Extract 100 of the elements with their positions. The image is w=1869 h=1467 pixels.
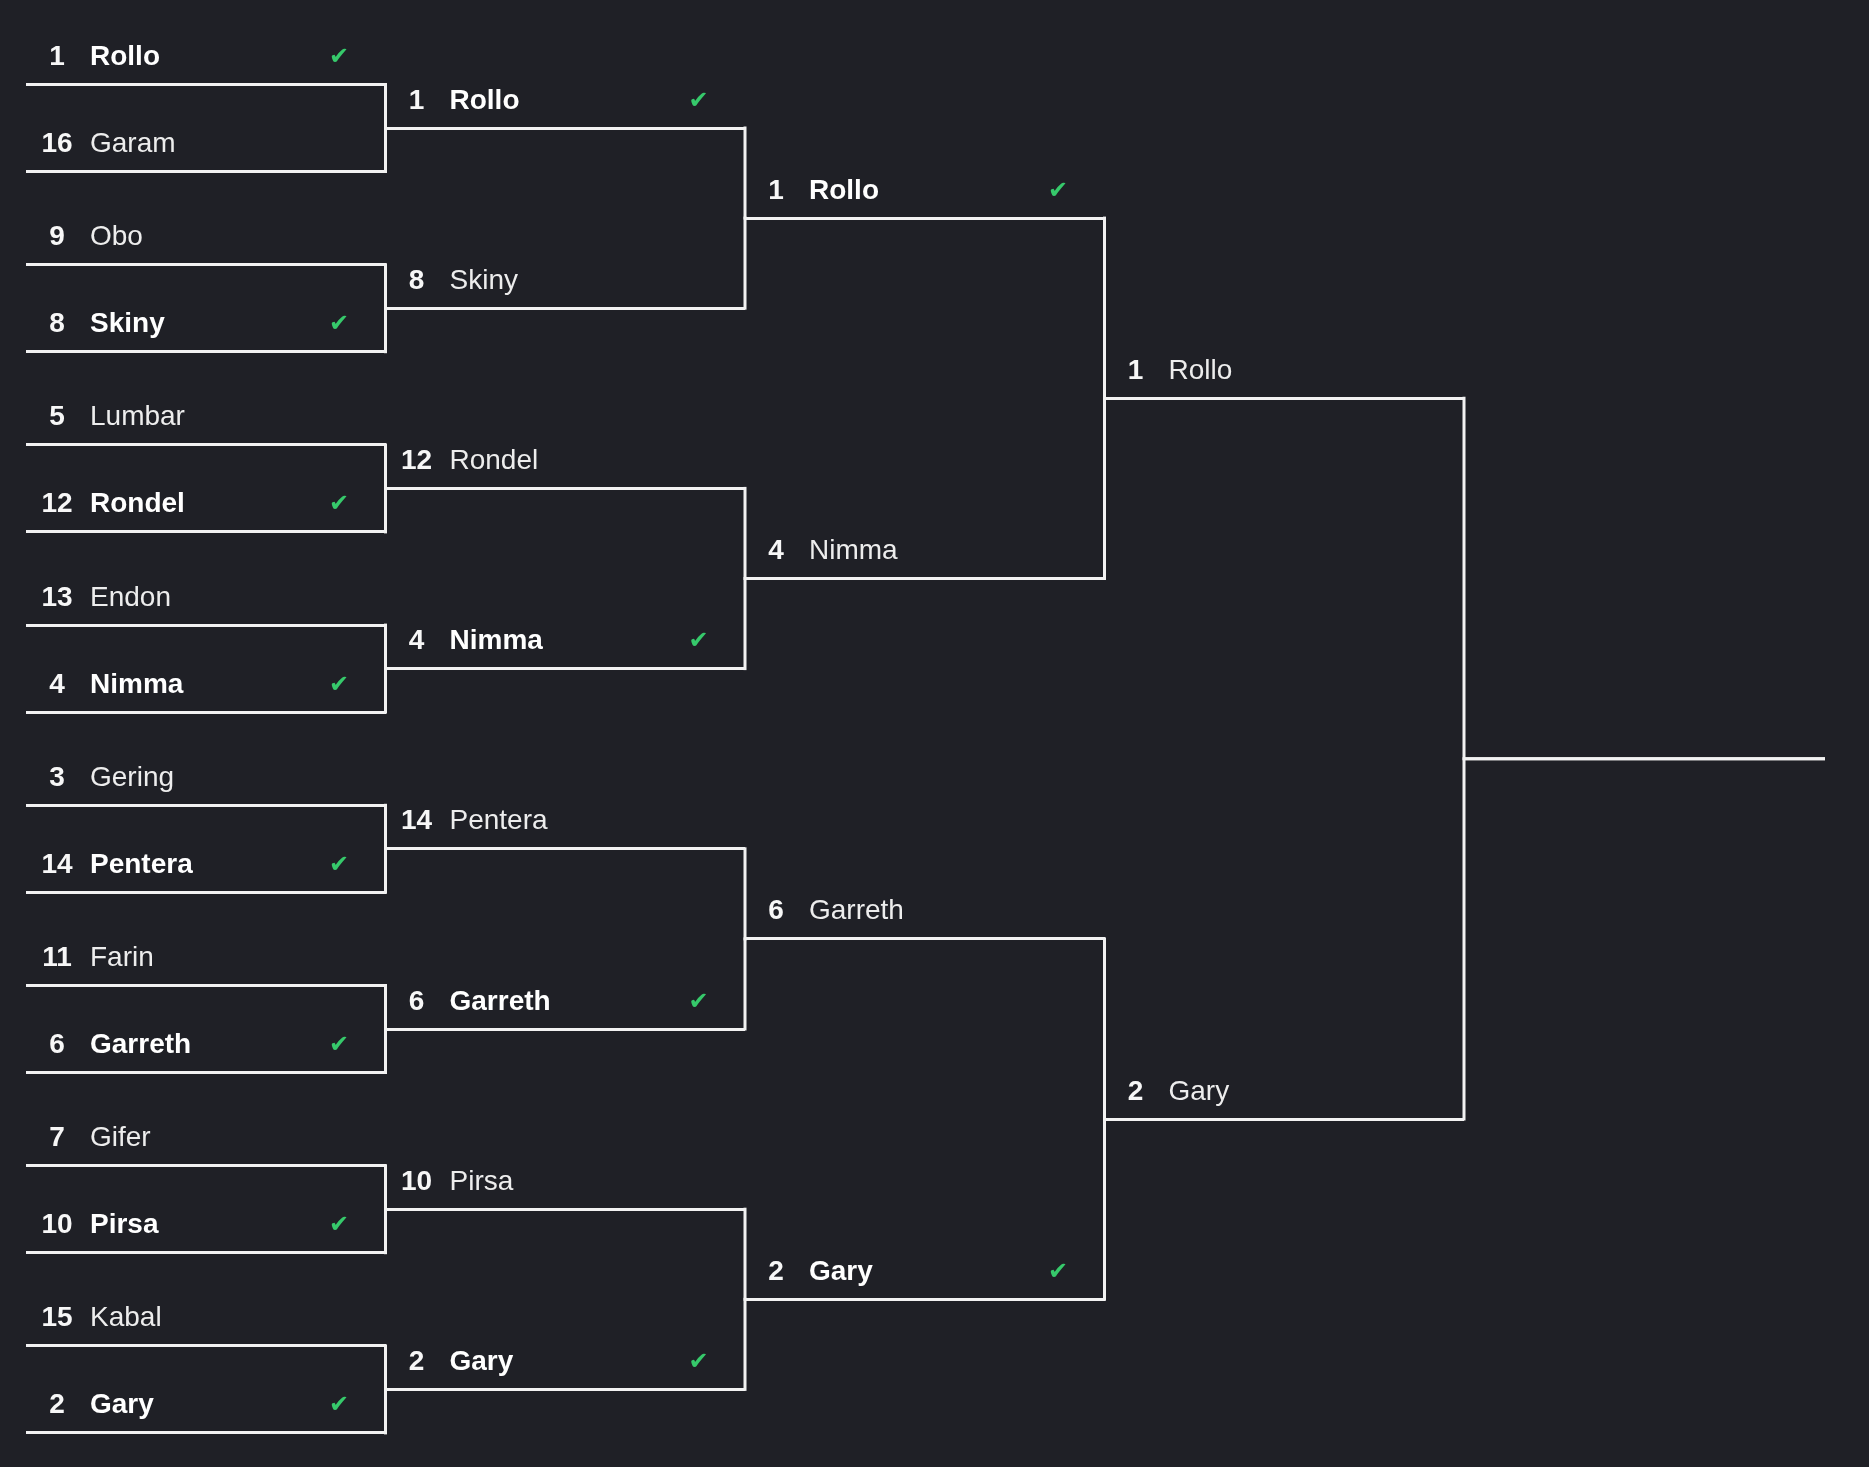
check-mark: ✔ bbox=[327, 1029, 351, 1060]
seed-number: 5 bbox=[48, 400, 66, 433]
seed-number: 15 bbox=[40, 1301, 74, 1334]
seed-number: 13 bbox=[40, 580, 74, 613]
check-mark: ✔ bbox=[327, 41, 351, 72]
team-name: Gary bbox=[1168, 1074, 1230, 1107]
team-name: Gifer bbox=[90, 1121, 151, 1154]
seed-number: 2 bbox=[767, 1254, 785, 1287]
team-name: Endon bbox=[90, 580, 171, 613]
check-mark: ✔ bbox=[327, 308, 351, 340]
seed-number: 11 bbox=[41, 941, 73, 973]
team-name: Garreth bbox=[90, 1028, 192, 1060]
team-name: Nimma bbox=[809, 534, 898, 566]
seed-number: 3 bbox=[48, 760, 66, 793]
bracket-line bbox=[384, 486, 387, 534]
seed-number: 14 bbox=[40, 847, 74, 880]
bracket-line bbox=[384, 1207, 387, 1255]
seed-number: 2 bbox=[1126, 1074, 1145, 1107]
bracket-line bbox=[384, 443, 387, 490]
bracket-line bbox=[743, 1207, 747, 1301]
team-name: Nimma bbox=[90, 667, 184, 700]
team-name: Rollo bbox=[449, 83, 520, 116]
bracket-line bbox=[743, 126, 747, 220]
team-name: Gering bbox=[90, 760, 175, 793]
bracket-line bbox=[384, 1344, 387, 1391]
bracket-line bbox=[384, 847, 387, 894]
team-name: Rollo bbox=[1168, 353, 1233, 386]
seed-number: 2 bbox=[407, 1344, 426, 1377]
seed-number: 6 bbox=[767, 894, 785, 927]
bracket-line bbox=[384, 1164, 387, 1211]
bracket-line bbox=[384, 263, 387, 310]
check-mark: ✔ bbox=[327, 668, 351, 700]
check-mark: ✔ bbox=[687, 625, 710, 657]
team-name: Pirsa bbox=[90, 1208, 159, 1241]
seed-number: 2 bbox=[48, 1388, 66, 1421]
team-name: Garam bbox=[90, 127, 176, 159]
check-mark: ✔ bbox=[687, 985, 710, 1017]
seed-number: 1 bbox=[407, 83, 426, 116]
team-name: Lumbar bbox=[90, 400, 185, 433]
team-name: Gary bbox=[809, 1254, 873, 1287]
team-name: Obo bbox=[90, 220, 143, 253]
team-name: Rollo bbox=[90, 40, 160, 72]
check-mark: ✔ bbox=[687, 84, 710, 116]
bracket-line bbox=[743, 1297, 747, 1391]
check-mark: ✔ bbox=[327, 1389, 351, 1421]
team-name: Skiny bbox=[90, 307, 165, 340]
team-name: Nimma bbox=[449, 624, 543, 657]
seed-number: 1 bbox=[1126, 353, 1145, 386]
bracket-line bbox=[1103, 396, 1106, 580]
check-mark: ✔ bbox=[687, 1345, 710, 1377]
team-name: Kabal bbox=[90, 1301, 162, 1334]
team-name: Rondel bbox=[449, 443, 539, 476]
seed-number: 6 bbox=[407, 984, 426, 1017]
team-name: Rondel bbox=[90, 487, 185, 520]
bracket-line bbox=[743, 216, 747, 310]
seed-number: 14 bbox=[399, 804, 434, 837]
check-mark: ✔ bbox=[1046, 1255, 1070, 1287]
team-name: Pentera bbox=[90, 847, 193, 880]
bracket-line bbox=[384, 1387, 387, 1435]
seed-number: 8 bbox=[407, 263, 426, 296]
team-name: Garreth bbox=[809, 894, 904, 927]
bracket-line bbox=[384, 984, 387, 1031]
seed-number: 10 bbox=[399, 1164, 434, 1197]
check-mark: ✔ bbox=[327, 488, 351, 520]
team-name: Gary bbox=[90, 1388, 154, 1421]
bracket-line bbox=[1462, 757, 1825, 1121]
bracket-line bbox=[384, 83, 387, 130]
bracket-line bbox=[1103, 1117, 1106, 1301]
bracket-line bbox=[384, 1027, 387, 1074]
check-mark: ✔ bbox=[327, 1209, 351, 1241]
team-name: Pentera bbox=[449, 804, 548, 837]
seed-number: 4 bbox=[407, 624, 426, 657]
seed-number: 10 bbox=[40, 1208, 74, 1241]
team-name: Gary bbox=[449, 1344, 514, 1377]
team-name: Garreth bbox=[449, 984, 551, 1017]
seed-number: 1 bbox=[767, 173, 785, 206]
team-name: Pirsa bbox=[449, 1164, 514, 1197]
team-name: Skiny bbox=[449, 263, 518, 296]
seed-number: 8 bbox=[48, 307, 66, 340]
bracket-line bbox=[1103, 937, 1106, 1121]
check-mark: ✔ bbox=[1046, 174, 1070, 206]
seed-number: 4 bbox=[767, 534, 785, 566]
bracket-line bbox=[384, 126, 387, 173]
team-name: Rollo bbox=[809, 173, 879, 206]
seed-number: 4 bbox=[48, 667, 66, 700]
seed-number: 6 bbox=[48, 1028, 66, 1060]
bracket-line bbox=[743, 577, 747, 671]
bracket-line bbox=[743, 937, 747, 1031]
seed-number: 12 bbox=[399, 443, 434, 476]
bracket-line bbox=[384, 667, 387, 714]
bracket-line bbox=[743, 486, 747, 580]
bracket-line bbox=[1103, 216, 1106, 400]
seed-number: 16 bbox=[40, 127, 74, 159]
seed-number: 7 bbox=[48, 1121, 66, 1154]
check-mark: ✔ bbox=[327, 848, 351, 880]
seed-number: 1 bbox=[48, 40, 66, 72]
bracket-line bbox=[384, 306, 387, 354]
seed-number: 9 bbox=[48, 220, 66, 253]
team-name: Farin bbox=[90, 941, 154, 973]
seed-number: 12 bbox=[40, 487, 74, 520]
